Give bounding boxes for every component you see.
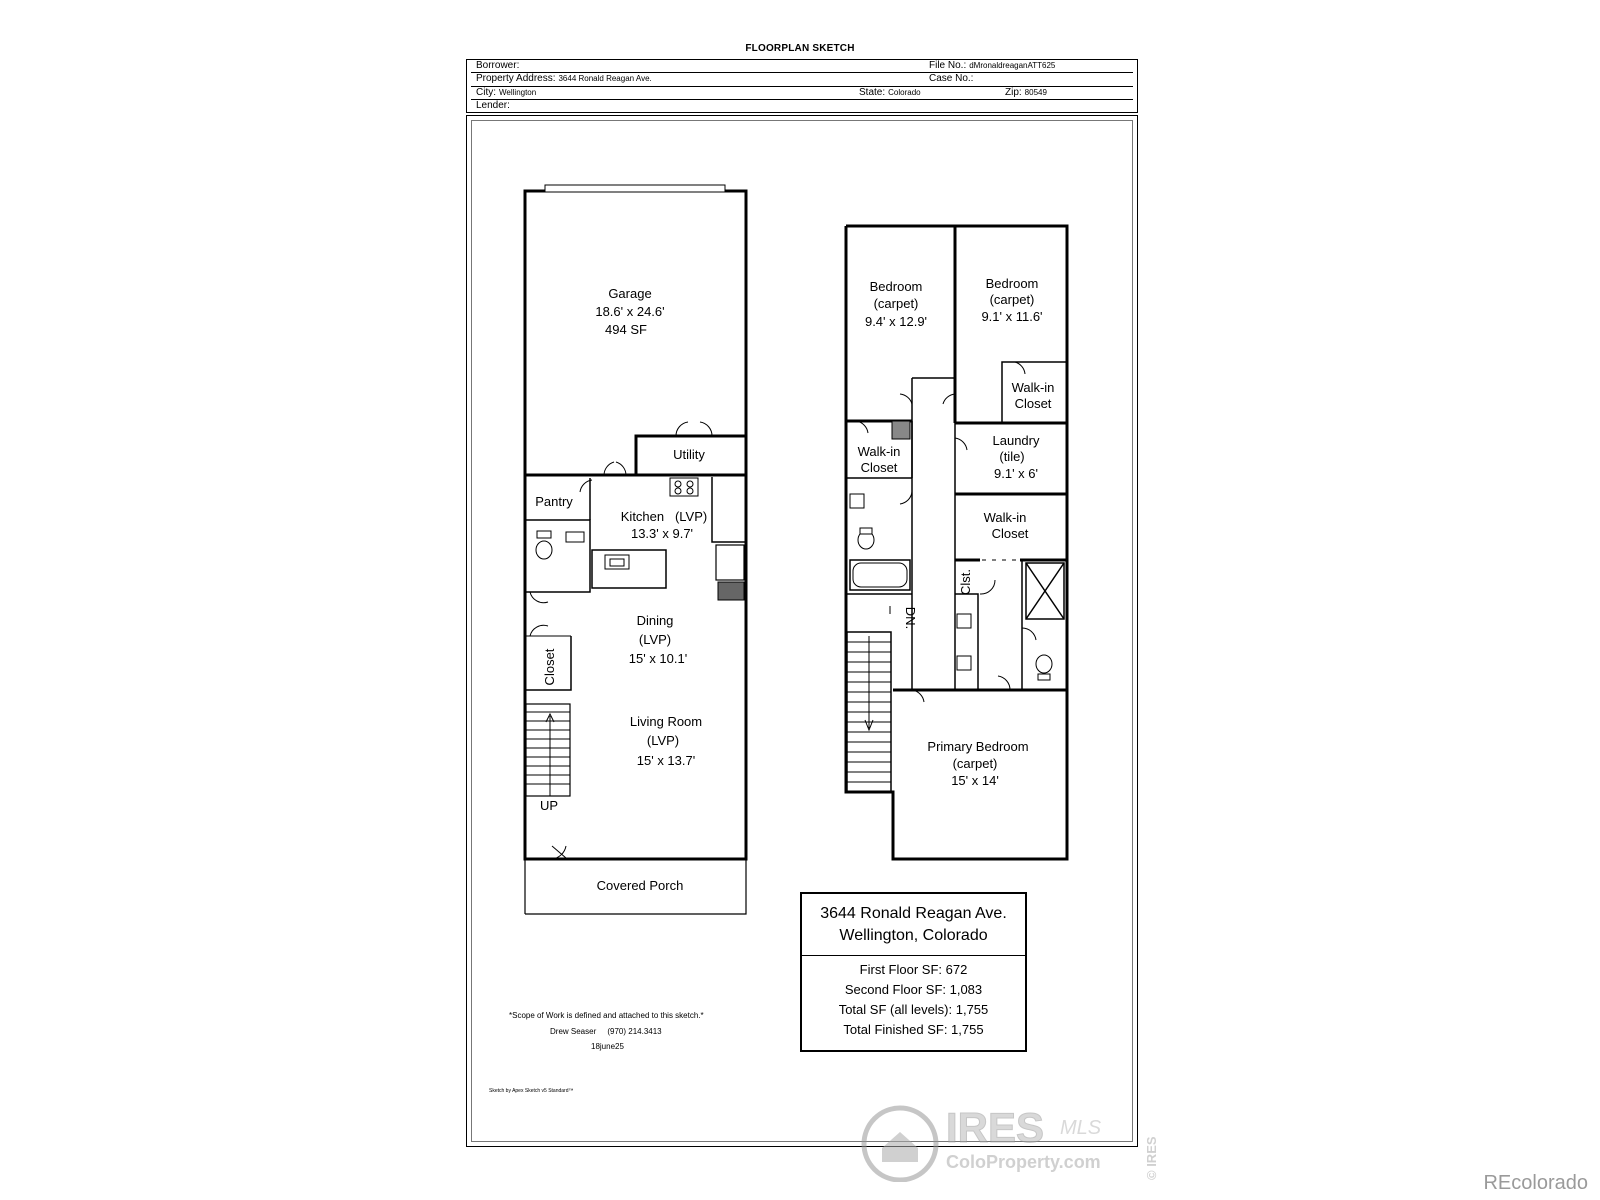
sketch-frame <box>466 115 1138 1147</box>
contact-note: Drew Seaser (970) 214.3413 <box>550 1027 662 1036</box>
total-sf: Total SF (all levels): 1,755 <box>838 1002 989 1017</box>
refrigerator <box>715 544 745 581</box>
property-address-field: Property Address:3644 Ronald Reagan Ave. <box>476 73 652 84</box>
bedroom1-label: Bedroom <box>870 279 923 294</box>
laundry-dims: 9.1' x 6' <box>994 466 1038 481</box>
bedroom1-floor: (carpet) <box>874 296 919 311</box>
watermark-circle-icon <box>861 1105 939 1182</box>
sketch-title: FLOORPLAN SKETCH <box>745 43 855 54</box>
watermark-brand: IRES <box>946 1104 1044 1151</box>
covered-porch-label: Covered Porch <box>597 878 684 893</box>
bedroom1-dims: 9.4' x 12.9' <box>865 314 927 329</box>
primary-bedroom-label: Primary Bedroom <box>927 739 1028 754</box>
sketch-inner-frame <box>471 120 1133 1142</box>
second-floor-labels: Bedroom (carpet) 9.4' x 12.9' Bedroom (c… <box>858 276 1055 788</box>
primary-bedroom-floor: (carpet) <box>953 756 998 771</box>
recolorado-mark: REcolorado <box>1483 1172 1588 1194</box>
summary-address-line2: Wellington, Colorado <box>839 927 988 944</box>
bedroom2-floor: (carpet) <box>990 292 1035 307</box>
kitchen-island <box>591 549 667 589</box>
living-room-floor: (LVP) <box>647 733 679 748</box>
kitchen-label: Kitchen (LVP) <box>621 509 707 524</box>
walkin-closet-3-line1: Walk-in <box>984 510 1027 525</box>
scope-note: *Scope of Work is defined and attached t… <box>509 1011 704 1020</box>
borrower-field: Borrower: <box>476 60 520 71</box>
date-note: 18june25 <box>591 1042 624 1051</box>
watermark-site: ColoProperty.com <box>946 1152 1101 1172</box>
stairs-up <box>525 703 571 797</box>
summary-areas: First Floor SF: 672 Second Floor SF: 1,0… <box>802 956 1025 1040</box>
living-room-label: Living Room <box>630 714 702 729</box>
garage-door <box>544 184 726 193</box>
second-floor-sf: Second Floor SF: 1,083 <box>844 982 983 997</box>
pantry-label: Pantry <box>535 494 573 509</box>
stairs-up-label: UP <box>540 798 558 813</box>
software-note: Sketch by Apex Sketch v5 Standard™ <box>489 1088 574 1094</box>
walkin-closet-1-line2: Closet <box>1015 396 1052 411</box>
summary-box: 3644 Ronald Reagan Ave. Wellington, Colo… <box>800 892 1027 1052</box>
zip-field: Zip:80549 <box>1005 87 1047 98</box>
first-floor-labels: Garage 18.6' x 24.6' 494 SF Utility Pant… <box>535 286 707 893</box>
bedroom2-dims: 9.1' x 11.6' <box>981 309 1042 324</box>
walkin-closet-1-line1: Walk-in <box>1012 380 1055 395</box>
kitchen-dims: 13.3' x 9.7' <box>631 526 693 541</box>
summary-address: 3644 Ronald Reagan Ave. Wellington, Colo… <box>802 894 1025 956</box>
walkin-closet-3-line2: Closet <box>992 526 1029 541</box>
watermark-mls: MLS <box>1060 1117 1102 1139</box>
lender-field: Lender: <box>476 100 510 111</box>
file-no-field: File No.:dMronaldreaganATT625 <box>929 60 1056 71</box>
utility-label: Utility <box>673 447 705 462</box>
dining-floor: (LVP) <box>639 632 671 647</box>
stairs-down-label: DN. <box>903 607 918 629</box>
second-floor-outline <box>844 224 1069 861</box>
house-icon <box>882 1132 918 1162</box>
laundry-floor: (tile) <box>999 449 1024 464</box>
walkin-closet-2-line2: Closet <box>861 460 898 475</box>
primary-bedroom-dims: 15' x 14' <box>951 773 999 788</box>
state-field: State:Colorado <box>859 87 921 98</box>
info-header: Borrower: File No.:dMronaldreaganATT625 … <box>466 59 1138 113</box>
walkin-closet-2-line1: Walk-in <box>858 444 901 459</box>
closet-label: Closet <box>542 648 557 685</box>
total-finished-sf: Total Finished SF: 1,755 <box>843 1022 984 1037</box>
bedroom2-label: Bedroom <box>986 276 1039 291</box>
garage-area: 494 SF <box>605 322 647 337</box>
living-room-dims: 15' x 13.7' <box>637 753 695 768</box>
garage-label: Garage <box>608 286 651 301</box>
dining-dims: 15' x 10.1' <box>629 651 687 666</box>
case-no-field: Case No.: <box>929 73 974 84</box>
clst-label: Clst. <box>958 569 973 595</box>
laundry-label: Laundry <box>993 433 1040 448</box>
city-field: City:Wellington <box>476 87 537 98</box>
ires-watermark: IRES MLS ColoProperty.com © IRES <box>861 1104 1159 1182</box>
garage-dims: 18.6' x 24.6' <box>595 304 664 319</box>
first-floor-sf: First Floor SF: 672 <box>859 962 968 977</box>
summary-address-line1: 3644 Ronald Reagan Ave. <box>820 905 1007 922</box>
dining-label: Dining <box>637 613 674 628</box>
watermark-side: © IRES <box>1144 1136 1159 1180</box>
